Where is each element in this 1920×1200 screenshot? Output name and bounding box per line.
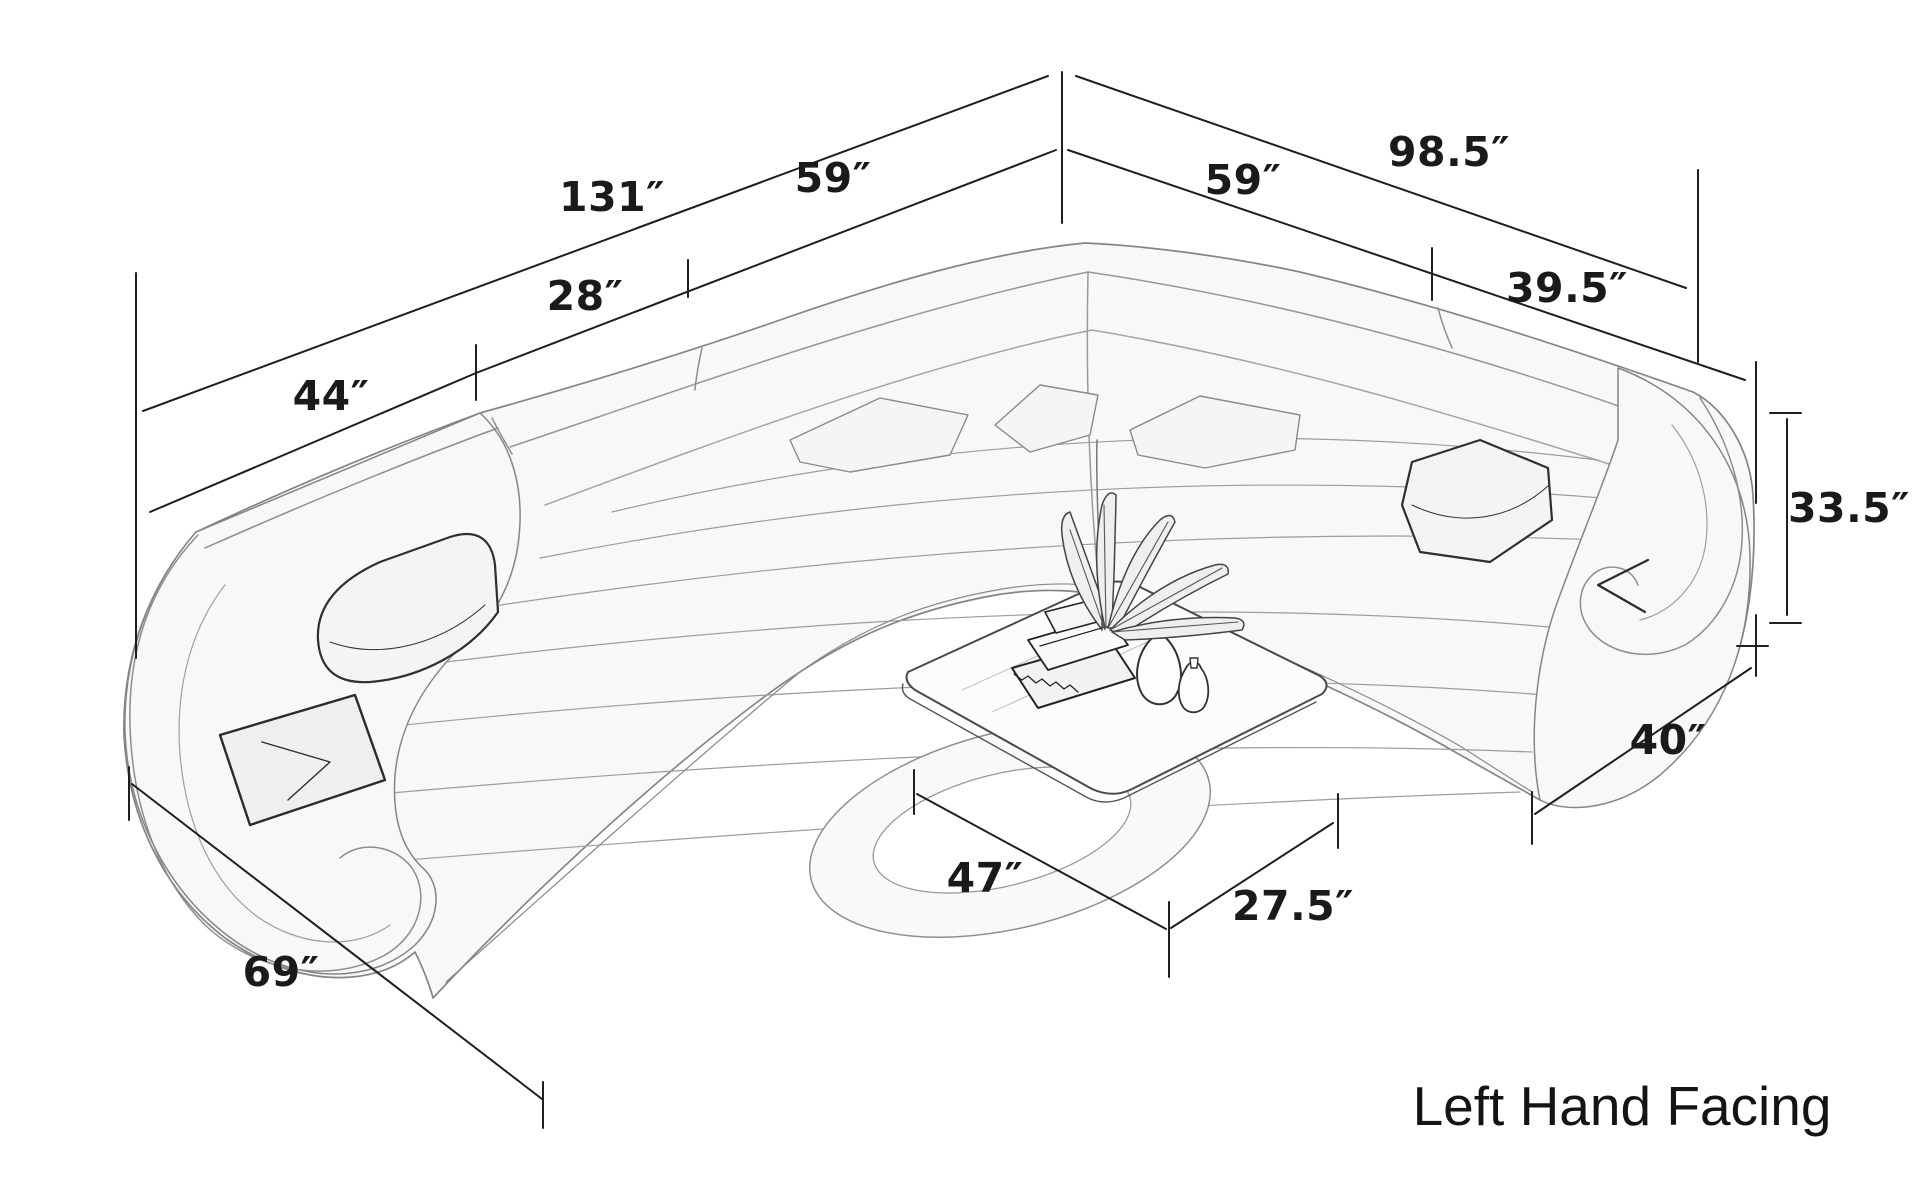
dim-line-98-5: [1076, 76, 1686, 288]
dim-line-59-39-5: [1068, 150, 1745, 380]
corner-pillow: [1130, 396, 1300, 468]
back-section-seam-2: [695, 348, 702, 390]
dim-label-back-height: 33.5″: [1788, 484, 1910, 532]
book-pages: [1014, 674, 1078, 692]
right-arm: [1534, 368, 1750, 808]
dim-label-left-middle-seat: 28″: [546, 272, 624, 320]
vase-small-neck: [1190, 658, 1198, 668]
plant-leaf-3: [1108, 515, 1175, 628]
plant-leaf-2: [1097, 493, 1116, 628]
plant: [1062, 440, 1244, 640]
dim-label-corner-front-edge: 47″: [946, 854, 1024, 902]
right-back-pillow-crease: [1412, 486, 1548, 518]
dim-label-arm-depth: 40″: [1629, 716, 1707, 764]
left-back-pillow-2: [995, 385, 1098, 452]
left-arm-panel: [220, 695, 385, 825]
left-arm-top-band: [205, 428, 498, 548]
right-back-pillow: [1402, 440, 1552, 562]
backrest-lower-seam: [545, 330, 1628, 505]
pillows: [318, 385, 1552, 682]
plant-leaf-1: [1062, 512, 1102, 630]
left-arm-scroll-outer: [130, 535, 421, 971]
dim-line-131: [143, 76, 1048, 411]
plant-leaf-ribs: [1070, 505, 1238, 632]
dim-label-chaise-depth: 69″: [242, 948, 320, 996]
dim-label-table-front: 27.5″: [1232, 882, 1354, 930]
plant-leaf-5: [1112, 618, 1244, 640]
coffee-table: [787, 581, 1326, 974]
dim-label-left-corner-seat: 59″: [794, 154, 872, 202]
right-arm-panel: [1598, 560, 1648, 612]
dim-line-27-5: [1171, 823, 1333, 928]
dim-label-right-corner-seat: 59″: [1204, 156, 1282, 204]
dim-label-left-total: 131″: [559, 173, 665, 221]
dim-line-40: [1535, 668, 1751, 814]
left-back-pillow-1: [790, 398, 968, 472]
left-arm-scroll-inner: [179, 585, 390, 942]
sofa-sketch: [124, 243, 1754, 998]
back-section-seam-3: [1438, 308, 1452, 348]
dim-line-69: [132, 784, 542, 1099]
orientation-caption: Left Hand Facing: [1412, 1075, 1832, 1137]
dim-label-right-total: 98.5″: [1388, 128, 1510, 176]
dim-label-chaise-width: 44″: [292, 372, 370, 420]
dim-label-right-end-seat: 39.5″: [1506, 264, 1628, 312]
left-arm-panel-fold: [262, 742, 330, 800]
table-glass-edge: [902, 684, 1316, 802]
vases: [1137, 626, 1208, 712]
dim-line-47: [917, 794, 1166, 929]
dimension-lines: [129, 72, 1801, 1128]
back-section-seam-1: [492, 418, 512, 454]
chaise-pillow-crease: [330, 605, 485, 650]
right-arm-scroll-inner: [1640, 425, 1707, 620]
table-base-opening: [860, 744, 1143, 917]
right-arm-body: [1534, 368, 1750, 808]
right-arm-scroll-outer: [1580, 398, 1742, 654]
plant-leaf-4: [1110, 564, 1228, 635]
chaise-pillow: [318, 534, 498, 682]
